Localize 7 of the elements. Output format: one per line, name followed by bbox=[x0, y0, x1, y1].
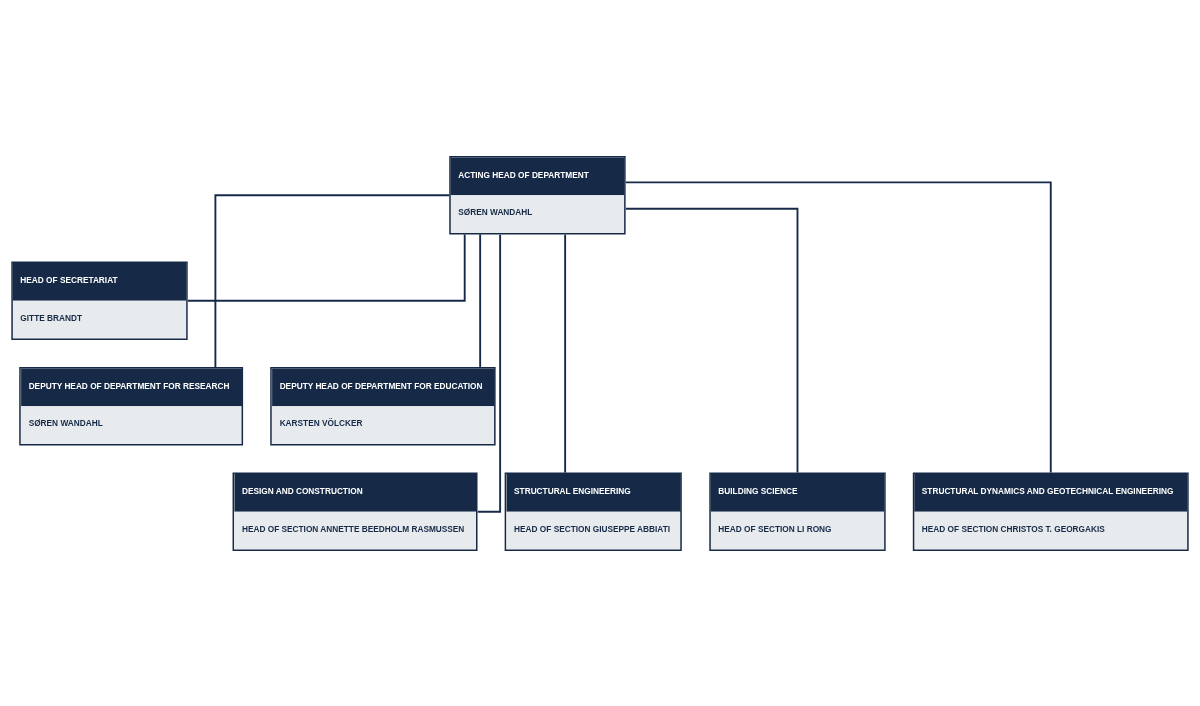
connector bbox=[564, 233, 567, 474]
connector bbox=[624, 180, 1052, 473]
connector bbox=[624, 207, 799, 473]
connector bbox=[479, 232, 482, 368]
connector bbox=[476, 233, 502, 513]
connector bbox=[214, 193, 451, 368]
connector bbox=[186, 233, 466, 302]
